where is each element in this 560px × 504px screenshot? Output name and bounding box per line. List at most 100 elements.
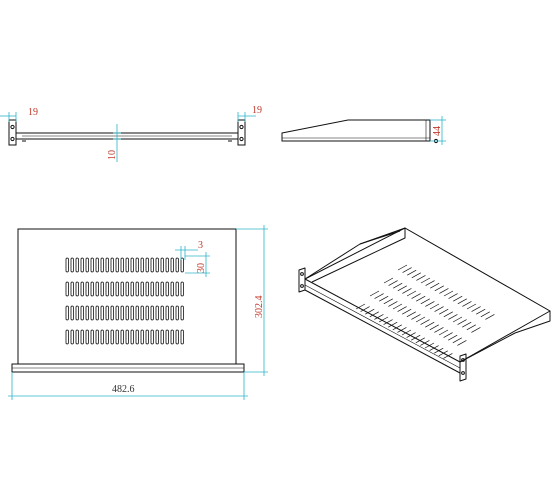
iso-vent-slot [480, 311, 490, 318]
vent-slot [65, 281, 69, 297]
iso-vent-slot [429, 303, 440, 310]
isometric-view [298, 227, 551, 382]
vent-slot [95, 305, 99, 321]
iso-vent-slot [452, 337, 462, 344]
iso-vent-slot [365, 308, 375, 315]
iso-vent-slot [393, 282, 403, 289]
vent-slot [100, 281, 104, 297]
iso-vent-slot [429, 345, 439, 351]
iso-vent-slot [411, 293, 421, 299]
vent-slot-rows [65, 257, 184, 345]
front-dimensions [0, 112, 256, 162]
vent-slot [150, 305, 154, 321]
iso-vent-slot [462, 301, 472, 307]
vent-slot [85, 329, 89, 345]
vent-slot [150, 281, 154, 297]
vent-slot [135, 329, 139, 345]
vent-slot [175, 281, 179, 297]
iso-vent-slot [355, 303, 366, 310]
vent-slot [135, 305, 139, 321]
vent-slot [110, 305, 114, 321]
vent-slot [145, 257, 149, 273]
iso-vent-slot [388, 301, 398, 307]
vent-slot [115, 281, 119, 297]
vent-slot [170, 281, 174, 297]
vent-slot [140, 257, 144, 273]
iso-vent-slot [411, 314, 421, 320]
vent-slot [180, 257, 184, 273]
iso-vent-slot [443, 332, 453, 338]
vent-slot [90, 257, 94, 273]
iso-vent-slot [476, 308, 486, 315]
iso-vent-slot [434, 347, 444, 354]
vent-slot [85, 305, 89, 321]
vent-slot [125, 305, 129, 321]
vent-slot [80, 329, 84, 345]
iso-vent-slot [369, 311, 379, 318]
iso-vent-slot [471, 306, 481, 312]
iso-vent-slot [471, 327, 481, 333]
front-view [8, 119, 246, 146]
vent-slot [150, 329, 154, 345]
iso-vent-slot [443, 353, 453, 359]
vent-slot [85, 257, 89, 273]
dim-front-height: 10 [107, 150, 118, 160]
vent-slot [115, 257, 119, 273]
iso-vent-slot [383, 319, 393, 325]
iso-vent-slot [415, 337, 425, 344]
iso-vent-slot [448, 293, 458, 299]
vent-slot [70, 257, 74, 273]
iso-vent-slot [462, 321, 472, 328]
iso-vent-slot [485, 314, 495, 320]
vent-slot [70, 281, 74, 297]
iso-vent-slot [397, 264, 408, 271]
vent-slot [130, 329, 134, 345]
vent-slot [165, 257, 169, 273]
iso-vent-slot [457, 319, 467, 325]
iso-vent-slot [397, 306, 407, 312]
vent-slot [100, 329, 104, 345]
vent-slot [160, 329, 164, 345]
vent-slot [75, 329, 79, 345]
iso-vent-slot [457, 340, 467, 346]
iso-vent-slot [397, 327, 407, 333]
vent-slot [135, 257, 139, 273]
vent-slot [170, 257, 174, 273]
vent-slot [115, 305, 119, 321]
iso-vent-slot [443, 290, 454, 297]
dim-side-height: 44 [432, 126, 443, 136]
vent-slot [90, 329, 94, 345]
iso-vent-slot [429, 324, 439, 331]
vent-slot [65, 305, 69, 321]
vent-slot [175, 305, 179, 321]
vent-slot [120, 305, 124, 321]
iso-vent-slot [416, 275, 426, 281]
vent-slot [85, 281, 89, 297]
dim-slot-width: 3 [198, 240, 203, 251]
vent-slot [180, 329, 184, 345]
vent-slot [180, 281, 184, 297]
vent-slot [140, 329, 144, 345]
vent-slot [75, 257, 79, 273]
vent-slot [140, 305, 144, 321]
side-dimensions [430, 116, 446, 145]
iso-vent-slot [406, 332, 416, 338]
vent-slot [180, 305, 184, 321]
vent-slot [120, 281, 124, 297]
iso-vent-slot [388, 280, 398, 286]
iso-vent-slot [420, 298, 430, 305]
iso-vent-slot [439, 288, 449, 294]
iso-vent-slot [420, 277, 431, 284]
vent-slot [110, 257, 114, 273]
vent-slot [105, 305, 109, 321]
top-dimensions [8, 225, 268, 400]
dim-slot-length: 30 [196, 263, 207, 273]
vent-slot [160, 257, 164, 273]
vent-slot [95, 257, 99, 273]
vent-slot [165, 329, 169, 345]
iso-vent-slot [407, 269, 417, 276]
iso-vent-slot [392, 303, 403, 310]
vent-slot [170, 305, 174, 321]
iso-vent-slot [374, 314, 384, 320]
vent-slot [95, 329, 99, 345]
